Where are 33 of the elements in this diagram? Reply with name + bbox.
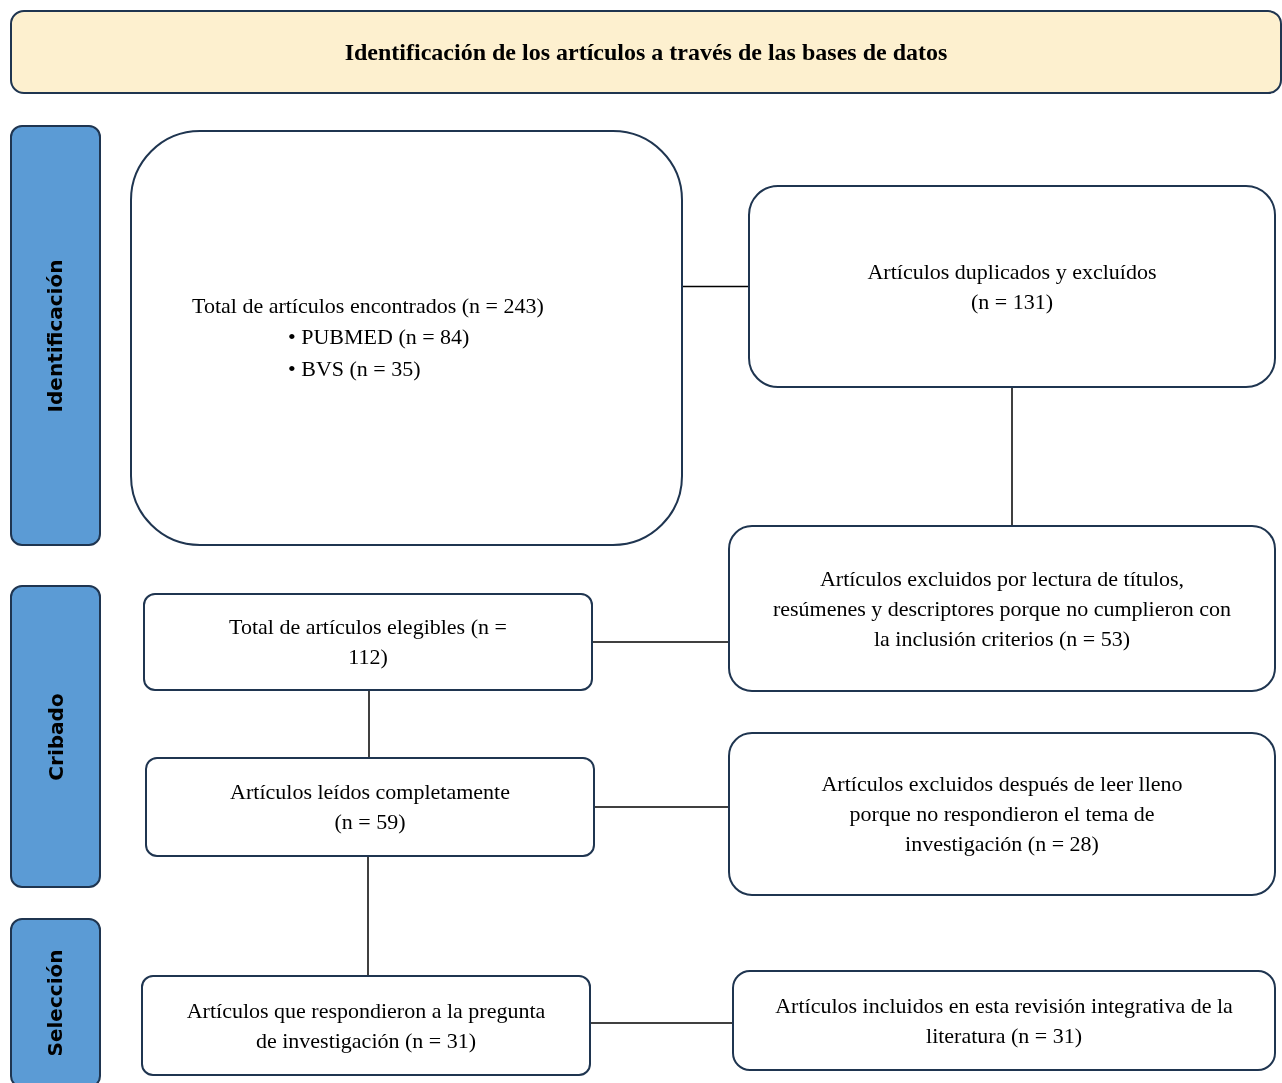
phase-band <box>10 125 101 546</box>
process-box <box>130 130 683 546</box>
box-text: Artículos excluidos por lectura de títulos, resúmenes y descriptores porque no cumplieron con la inclusión criterios (n = 53) <box>772 564 1232 653</box>
connector-line <box>368 690 370 758</box>
process-box <box>728 732 1276 896</box>
box-text: Artículos duplicados y excluídos (n = 131) <box>866 257 1158 316</box>
phase-label: Identificación <box>42 259 69 412</box>
process-box <box>143 593 593 691</box>
box-heading: Total de artículos encontrados (n = 243) <box>192 291 544 320</box>
list-item: • BVS (n = 35) <box>288 355 422 383</box>
box-text: Artículos leídos completamente (n = 59) <box>229 778 511 836</box>
box-text: Artículos excluidos después de leer lleno porque no respondieron el tema de investigación (n = 28) <box>820 770 1184 858</box>
connector-line <box>682 285 749 288</box>
connector-line <box>1011 387 1013 526</box>
phase-label: Selección <box>42 949 69 1057</box>
connector-line <box>592 641 729 643</box>
phase-label: Cribado <box>42 692 69 781</box>
process-box <box>748 185 1276 388</box>
phase-band <box>10 585 101 888</box>
connector-line <box>590 1022 733 1024</box>
connector-line <box>594 806 729 808</box>
box-text: Artículos que respondieron a la pregunta de investigación (n = 31) <box>185 996 547 1055</box>
process-box <box>732 970 1276 1071</box>
phase-band <box>10 918 101 1083</box>
process-box <box>145 757 595 857</box>
box-text: Total de artículos elegibles (n = 112) <box>228 613 508 671</box>
title-text: Identificación de los artículos a través de las bases de datos <box>344 38 948 67</box>
process-box <box>141 975 591 1076</box>
connector-line <box>367 856 369 976</box>
process-box <box>728 525 1276 692</box>
list-item: • PUBMED (n = 84) <box>288 322 470 351</box>
header-band <box>10 10 1282 94</box>
box-text: Artículos incluidos en esta revisión integrativa de la literatura (n = 31) <box>774 991 1234 1050</box>
